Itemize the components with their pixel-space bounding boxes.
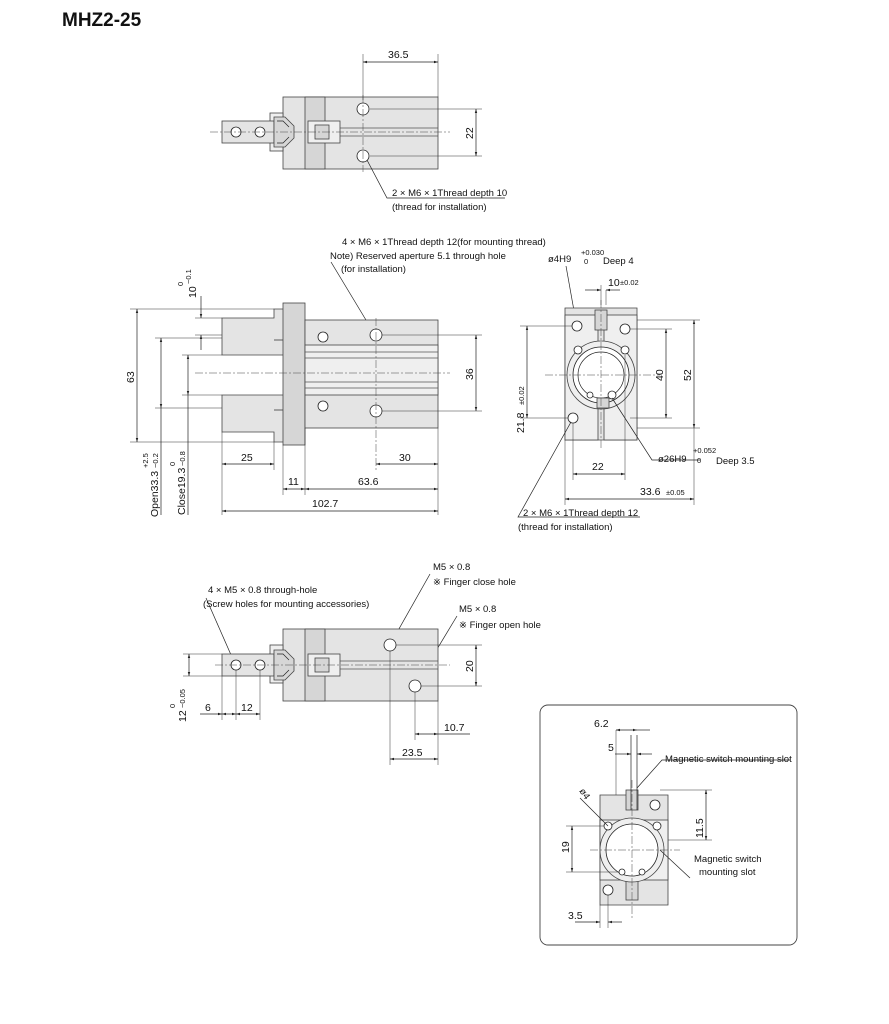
mounting-hole bbox=[317, 400, 329, 412]
dim-30: 30 bbox=[399, 452, 411, 464]
bottom-note-holes: 4 × M5 × 0.8 through-hole bbox=[208, 585, 317, 596]
top-note-install: (thread for installation) bbox=[392, 202, 487, 213]
end-hole-tol-lower: 0 bbox=[584, 257, 588, 266]
close-port-size: M5 × 0.8 bbox=[433, 562, 470, 573]
side-view: 4 × M6 × 1Thread depth 12(for mounting t… bbox=[125, 237, 546, 517]
pin-hole bbox=[571, 320, 583, 332]
port-hole bbox=[607, 390, 617, 400]
detail-view: 6.2 5 Magnetic switch mounting slot ø4 1… bbox=[539, 704, 798, 946]
dim-open-tol-lower: −0.2 bbox=[151, 453, 160, 468]
end-dim-21-8-tol: ±0.02 bbox=[517, 386, 526, 405]
open-port-size: M5 × 0.8 bbox=[459, 604, 496, 615]
top-view: 36.5 22 2 × M6 × 1Thread depth 10 (threa… bbox=[210, 49, 507, 213]
dim-close-tol-lower: −0.8 bbox=[178, 451, 187, 466]
dim-open: Open33.3 bbox=[149, 471, 161, 517]
dim-10-tol-lower: −0.1 bbox=[184, 269, 193, 284]
dim-25: 25 bbox=[241, 452, 253, 464]
bottom-dim-6: 6 bbox=[205, 702, 211, 714]
bottom-dim-10-7: 10.7 bbox=[444, 722, 465, 734]
end-hole-tol-upper: +0.030 bbox=[581, 248, 604, 257]
detail-frame bbox=[539, 704, 798, 946]
detail-hole bbox=[649, 799, 661, 811]
end-dim-10: 10 bbox=[608, 277, 620, 289]
end-view: ø4H9 +0.030 0 Deep 4 10 ±0.02 40 bbox=[515, 248, 755, 533]
bottom-dim-23-5: 23.5 bbox=[402, 747, 423, 759]
dim-10: 10 bbox=[187, 286, 199, 298]
dim-22: 22 bbox=[464, 127, 476, 139]
end-note-install: (thread for installation) bbox=[518, 522, 613, 533]
detail-hole bbox=[638, 868, 646, 876]
dim-63-6: 63.6 bbox=[358, 476, 379, 488]
finger-open-port bbox=[408, 679, 422, 693]
top-note-thread: 2 × M6 × 1Thread depth 10 bbox=[392, 188, 507, 199]
port-hole bbox=[586, 391, 594, 399]
detail-hole bbox=[618, 868, 626, 876]
bottom-dim-12-tol-upper: 0 bbox=[168, 704, 177, 708]
end-bore-depth: Deep 3.5 bbox=[716, 456, 755, 467]
open-port-label: ※ Finger open hole bbox=[459, 620, 541, 631]
bottom-note-accessories: (Screw holes for mounting accessories) bbox=[203, 599, 369, 610]
bottom-dim-12: 12 bbox=[177, 710, 189, 722]
end-dim-10-tol: ±0.02 bbox=[620, 278, 639, 287]
dim-close: Close19.3 bbox=[176, 468, 188, 515]
bottom-view: 4 × M5 × 0.8 through-hole (Screw holes f… bbox=[168, 562, 541, 765]
end-hole-label: ø4H9 bbox=[548, 254, 571, 265]
dim-102-7: 102.7 bbox=[312, 498, 338, 510]
detail-hole bbox=[652, 821, 662, 831]
close-port-label: ※ Finger close hole bbox=[433, 577, 516, 588]
pin-hole bbox=[619, 323, 631, 335]
detail-dim-11-5: 11.5 bbox=[694, 818, 706, 838]
mounting-hole bbox=[317, 331, 329, 343]
end-dim-40: 40 bbox=[654, 369, 666, 381]
model-title: MHZ2-25 bbox=[62, 10, 142, 31]
mounting-hole bbox=[573, 345, 583, 355]
end-dim-33-6-tol: ±0.05 bbox=[666, 488, 685, 497]
bottom-dim-20: 20 bbox=[464, 660, 476, 672]
dim-10-tol-upper: 0 bbox=[176, 282, 185, 286]
end-bore-tol-upper: +0.052 bbox=[693, 446, 716, 455]
mounting-hole bbox=[620, 345, 630, 355]
end-note-thread: 2 × M6 × 1Thread depth 12 bbox=[523, 508, 638, 519]
detail-dim-6-2: 6.2 bbox=[594, 718, 609, 730]
dim-63: 63 bbox=[125, 371, 137, 383]
side-note-thread: 4 × M6 × 1Thread depth 12(for mounting t… bbox=[342, 237, 546, 248]
detail-dim-5: 5 bbox=[608, 742, 614, 754]
finger-close-port bbox=[383, 638, 397, 652]
end-dim-52: 52 bbox=[682, 369, 694, 381]
end-bore-tol-lower: 0 bbox=[697, 456, 701, 465]
detail-dim-phi4: ø4 bbox=[577, 786, 592, 801]
bottom-dim-12-tol-lower: −0.05 bbox=[178, 689, 187, 708]
dim-close-tol-upper: 0 bbox=[168, 462, 177, 466]
end-dim-22: 22 bbox=[592, 461, 604, 473]
side-note-install: (for installation) bbox=[341, 264, 406, 275]
bottom-dim-12b: 12 bbox=[241, 702, 253, 714]
detail-hole bbox=[602, 884, 614, 896]
dim-open-tol-upper: +2.5 bbox=[141, 453, 150, 468]
detail-dim-19: 19 bbox=[560, 841, 572, 853]
dim-36: 36 bbox=[464, 368, 476, 380]
end-dim-21-8: 21.8 bbox=[515, 412, 527, 433]
end-bore-label: ø26H9 bbox=[658, 454, 687, 465]
detail-slot-label-2a: Magnetic switch bbox=[694, 854, 762, 865]
dim-11: 11 bbox=[288, 476, 299, 488]
detail-slot-label: Magnetic switch mounting slot bbox=[665, 754, 792, 765]
end-dim-33-6: 33.6 bbox=[640, 486, 661, 498]
dim-36-5: 36.5 bbox=[388, 49, 409, 61]
mounting-hole bbox=[567, 412, 579, 424]
side-note-aperture: Note) Reserved aperture 5.1 through hole bbox=[330, 251, 506, 262]
detail-dim-3-5: 3.5 bbox=[568, 910, 583, 922]
detail-slot-label-2b: mounting slot bbox=[699, 867, 756, 878]
end-hole-depth: Deep 4 bbox=[603, 256, 634, 267]
